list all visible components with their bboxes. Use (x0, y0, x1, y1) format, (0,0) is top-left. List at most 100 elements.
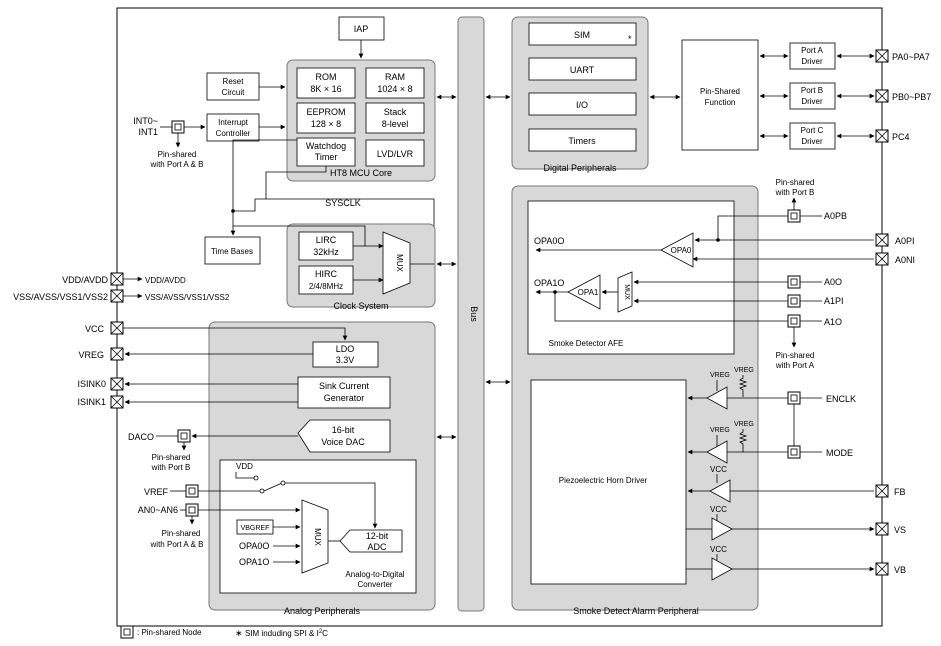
pc-pin-label: PC4 (892, 132, 910, 142)
vss-pin-label: VSS/AVSS/VSS1/VSS2 (13, 292, 108, 302)
uart-label: UART (570, 65, 595, 75)
smoke-alarm-label: Smoke Detect Alarm Peripheral (573, 606, 699, 616)
analog-label: Analog Peripherals (284, 606, 361, 616)
a0pb-to-opa0 (694, 215, 788, 243)
int-shared-label-2: with Port A & B (150, 160, 204, 169)
lvd-lvr-box (365, 139, 425, 167)
switch-lever (263, 482, 283, 492)
lirc-to-timebase (233, 225, 366, 246)
clock-mux-label: MUX (395, 254, 404, 272)
legend-pin-shared-node-label: : Pin-shared Node (137, 628, 202, 637)
pb-pin (875, 89, 889, 103)
vdd-switch-line (235, 472, 254, 479)
hirc-freq: 2/4/8MHz (309, 282, 343, 291)
vdd-pin (110, 272, 124, 286)
a1pi-pin-label: A1PI (824, 296, 844, 306)
pin-shared-node-daco (177, 429, 191, 443)
ldo-box (312, 341, 379, 368)
adc-box (339, 529, 403, 553)
port-c-driver-box (789, 122, 836, 150)
a0pi-pin (875, 233, 889, 247)
stack-label: Stack (384, 107, 407, 117)
enclk-pullup-resistor (738, 375, 748, 397)
an-pin-label: AN0~AN6 (138, 505, 178, 515)
interrupt-controller-label: Interrupt (218, 118, 249, 127)
voice-dac-box (297, 419, 391, 453)
lirc-freq: 32kHz (313, 247, 339, 257)
afe-mux-label: MUX (623, 284, 630, 300)
adc-opa1o-label: OPA1O (239, 557, 269, 567)
reset-circuit-box (206, 72, 260, 101)
a0o-pin-label: A0O (824, 277, 842, 287)
pin-shared-node-mode (787, 445, 801, 459)
reset-circuit-label: Reset (223, 77, 245, 86)
opa1-label: OPA1 (578, 288, 599, 297)
daco-shared-label: Pin-shared (152, 453, 191, 462)
eeprom-box (296, 102, 356, 134)
port-a-driver-label-2: Driver (801, 57, 823, 66)
pin-shared-node-vref (185, 484, 199, 498)
sim-star: * (628, 34, 632, 44)
smoke-afe-label: Smoke Detector AFE (549, 339, 624, 348)
an-shared-label-2: with Port A & B (150, 540, 204, 549)
uart-box (528, 57, 637, 81)
sysclk-line (233, 198, 435, 264)
a0pi-junction (716, 238, 720, 242)
ldo-label: LDO (336, 344, 355, 354)
port-b-driver-box (789, 82, 836, 110)
bus-label: Bus (469, 306, 479, 322)
isink0-pin-label: ISINK0 (77, 379, 106, 389)
vs-pin (875, 522, 889, 536)
pin-shared-node-a0pb (787, 209, 801, 223)
afe-shared-b-label-2: with Port B (775, 188, 815, 197)
a0pi-pin-label: A0PI (895, 236, 915, 246)
vcc-pin (110, 321, 124, 335)
enclk-vreg-label: VREG (710, 372, 730, 379)
afe-mux (617, 271, 633, 313)
reset-circuit-label-2: Circuit (222, 88, 245, 97)
sysclk-junction (231, 209, 235, 213)
vreg-pin (110, 347, 124, 361)
int-shared-label: Pin-shared (158, 150, 197, 159)
eeprom-size: 128 × 8 (311, 119, 341, 129)
horn-driver-label: Piezoelectric Horn Driver (559, 476, 648, 485)
opa0-amplifier (660, 232, 694, 268)
stack-size: 8-level (382, 119, 409, 129)
a0ni-pin (875, 252, 889, 266)
watchdog-box (296, 137, 356, 167)
clock-mux (382, 231, 411, 295)
isink1-pin-label: ISINK1 (77, 397, 106, 407)
vdd-pin-label: VDD/AVDD (62, 275, 108, 285)
pa-pin (875, 49, 889, 63)
iap-box (338, 16, 385, 41)
vdd-switch-contact (253, 475, 259, 481)
fb-pin-label: FB (894, 487, 906, 497)
pb-pin-label: PB0~PB7 (892, 92, 931, 102)
pa-pin-label: PA0~PA7 (892, 52, 930, 62)
daco-shared-label-2: with Port B (151, 463, 191, 472)
vb-pin (875, 562, 889, 576)
pin-shared-node-a1pi (787, 294, 801, 308)
pin-shared-node-enclk (787, 391, 801, 405)
sim-label: SIM (574, 30, 590, 40)
pc-pin (875, 129, 889, 143)
pin-shared-node-an (185, 503, 199, 517)
watchdog-to-timebase (230, 139, 297, 236)
system-bus (457, 16, 485, 612)
adc-converter-label: Analog-to-Digital (345, 570, 404, 579)
hirc-label: HIRC (315, 269, 337, 279)
vs-vcc-label: VCC (710, 505, 727, 514)
isink1-pin (110, 395, 124, 409)
digital-label: Digital Peripherals (543, 163, 617, 173)
vref-pin-label: VREF (144, 487, 169, 497)
afe-shared-a-label: Pin-shared (776, 351, 815, 360)
hirc-box (298, 265, 354, 295)
pin-shared-node-int (171, 120, 185, 134)
legend-star: ∗ (235, 628, 243, 638)
a1o-pin-label: A1O (824, 317, 842, 327)
ram-size: 1024 × 8 (377, 84, 412, 94)
io-box (528, 92, 637, 116)
rom-label: ROM (316, 72, 337, 82)
time-bases-box (204, 236, 261, 265)
